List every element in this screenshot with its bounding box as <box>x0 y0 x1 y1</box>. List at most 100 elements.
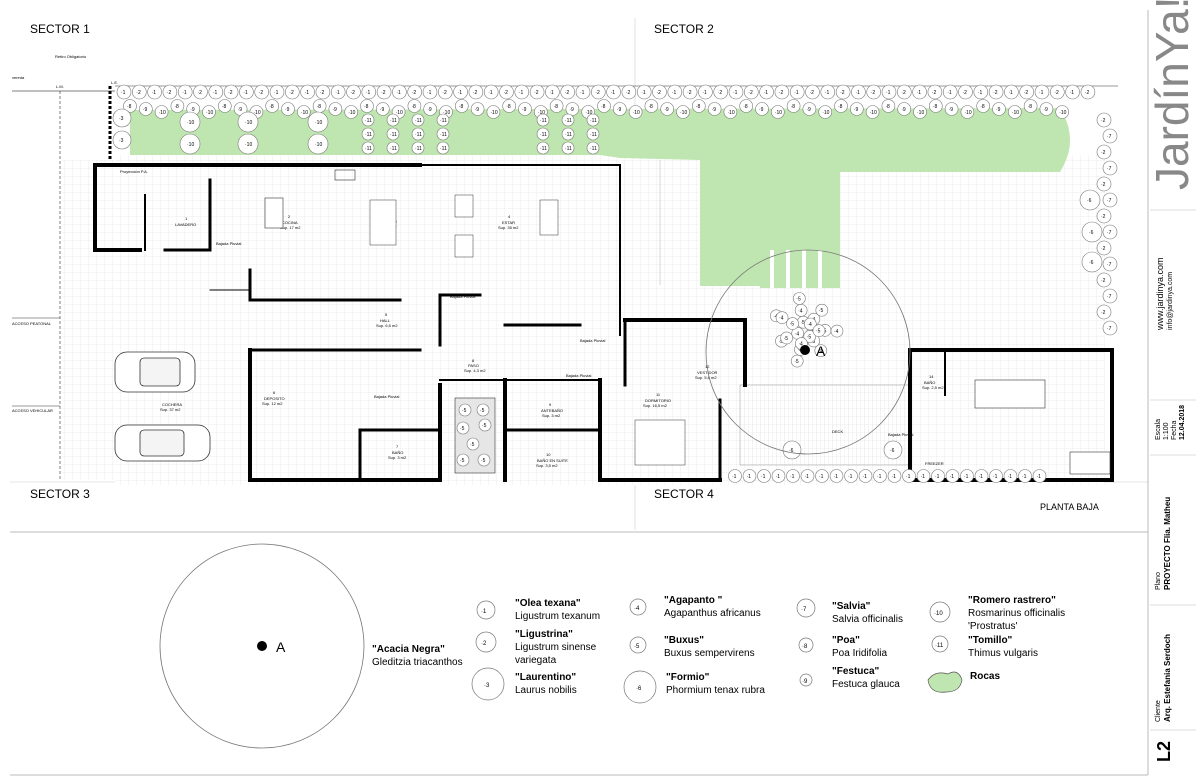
hedge-plant: ·2 <box>254 84 270 100</box>
svg-text:·11: ·11 <box>415 118 422 124</box>
svg-text:·6: ·6 <box>789 448 794 454</box>
svg-text:·8: ·8 <box>1028 104 1033 110</box>
hedge-plant: ·2 <box>284 84 300 100</box>
side-hedge-plant: ·7 <box>1102 192 1118 208</box>
legend-plant-8-name: "Poa" <box>832 635 860 646</box>
hedge-plant: ·10 <box>770 105 785 119</box>
svg-text:·2: ·2 <box>595 90 600 96</box>
svg-text:HALL: HALL <box>380 318 391 323</box>
hedge-plant: ·8 <box>454 99 469 113</box>
svg-text:·9: ·9 <box>854 107 859 113</box>
hedge-plant: ·1 <box>392 84 407 100</box>
hedge-plant: ·1 <box>698 84 713 100</box>
legend-plant-8-symbol <box>798 637 814 653</box>
svg-text:·9: ·9 <box>522 107 527 113</box>
legend-plant-11-code: ·11 <box>935 643 944 649</box>
legend-plant-6-sci: Phormium tenax rubra <box>666 685 765 696</box>
svg-text:·5: ·5 <box>460 458 465 464</box>
bottom-hedge-plant: ·1 <box>887 469 902 483</box>
legend-plant-4-name: "Agapanto " <box>664 595 723 606</box>
svg-text:·7: ·7 <box>1107 166 1112 172</box>
hedge-plant: ·1 <box>116 84 132 100</box>
legend-plant-1-code: ·1 <box>481 609 487 615</box>
svg-text:·2: ·2 <box>626 90 631 96</box>
hedge-plant: ·10 <box>628 105 643 119</box>
svg-text:·4: ·4 <box>773 314 778 320</box>
escala-label: Escala <box>1155 419 1162 440</box>
side-hedge-plant: ·7 <box>1102 160 1118 176</box>
hedge-plant: ·1 <box>208 84 224 100</box>
hedge-plant: ·1 <box>177 84 193 100</box>
svg-text:·1: ·1 <box>274 90 279 96</box>
hedge-plant: ·2 <box>162 84 178 100</box>
hedge-plant: ·1 <box>575 84 591 100</box>
thyme-plant: ·11 <box>436 141 450 155</box>
svg-text:·1: ·1 <box>458 90 463 96</box>
hedge-plant: ·10 <box>344 105 359 119</box>
svg-text:LAVADERO: LAVADERO <box>175 222 196 227</box>
acacia-canopy <box>705 249 911 455</box>
retiro-label: Retiro Obligatorio <box>55 54 87 59</box>
hedge-plant: ·2 <box>499 84 514 100</box>
svg-text:·7: ·7 <box>1107 134 1112 140</box>
formio-plant: ·6 <box>782 440 802 460</box>
bottom-hedge-plant: ·1 <box>902 469 916 483</box>
hedge-plant: ·9 <box>470 102 485 116</box>
car-bottom <box>114 424 211 462</box>
legend-plant-9-name: "Festuca" <box>832 666 880 677</box>
svg-text:·3: ·3 <box>119 116 124 122</box>
bottom-hedge-plant: ·1 <box>916 469 931 483</box>
acceso-peatonal-label: ACCESO PEATONAL <box>12 321 52 326</box>
svg-text:·2: ·2 <box>1054 90 1059 96</box>
svg-text:·1: ·1 <box>733 90 738 96</box>
svg-text:·11: ·11 <box>390 146 397 152</box>
legend-plant-11-sci: Thimus vulgaris <box>968 648 1038 659</box>
legend-plant-1-symbol <box>476 600 496 620</box>
svg-text:·7: ·7 <box>1107 262 1112 268</box>
svg-text:·5: ·5 <box>794 359 799 365</box>
svg-text:Bajada Pluvial: Bajada Pluvial <box>566 373 591 378</box>
agapanto-plant: ·5 <box>780 331 793 345</box>
svg-text:·2: ·2 <box>718 90 723 96</box>
svg-text:·8: ·8 <box>980 104 985 110</box>
svg-text:·5: ·5 <box>807 334 812 340</box>
hedge-plant: ·9 <box>423 102 438 116</box>
svg-text:·1: ·1 <box>877 474 882 480</box>
svg-text:·8: ·8 <box>791 104 796 110</box>
hedge-plant: ·2 <box>529 84 545 100</box>
svg-text:·10: ·10 <box>187 120 194 126</box>
svg-text:·4: ·4 <box>834 329 839 335</box>
hedge-plant: ·2 <box>1080 84 1096 100</box>
svg-text:·1: ·1 <box>396 90 401 96</box>
svg-text:·1: ·1 <box>764 90 769 96</box>
svg-text:10: 10 <box>546 452 551 457</box>
svg-text:·1: ·1 <box>790 474 795 480</box>
agapanto-plant: ·5 <box>786 317 799 330</box>
hedge-plant: ·2 <box>193 84 208 100</box>
formio-plant: ·6 <box>1081 221 1103 243</box>
svg-text:·9: ·9 <box>190 107 195 113</box>
svg-text:·2: ·2 <box>1101 118 1106 124</box>
hedge-plant: ·10 <box>154 105 169 119</box>
svg-text:·1: ·1 <box>776 474 781 480</box>
thyme-plant: ·11 <box>561 127 575 141</box>
svg-text:·2: ·2 <box>810 90 815 96</box>
bottom-hedge-plant: ·1 <box>771 469 786 483</box>
svg-text:·2: ·2 <box>167 90 172 96</box>
legend-plant-8-code: ·8 <box>802 644 808 650</box>
hedge-plant: ·1 <box>606 84 621 100</box>
svg-text:·9: ·9 <box>427 107 432 113</box>
svg-text:·4: ·4 <box>818 349 823 355</box>
svg-text:Bajada Pluvial: Bajada Pluvial <box>216 241 241 246</box>
svg-text:·11: ·11 <box>540 118 547 124</box>
svg-text:·8: ·8 <box>696 104 701 110</box>
legend-plant-7-name: "Salvia" <box>832 601 871 612</box>
svg-text:Proyección P.A.: Proyección P.A. <box>120 169 148 174</box>
hedge-plant: ·2 <box>376 84 392 100</box>
svg-text:·2: ·2 <box>259 90 264 96</box>
svg-text:·4: ·4 <box>798 308 803 314</box>
svg-text:·10: ·10 <box>490 110 497 116</box>
svg-text:Sup. 2,5 m2: Sup. 2,5 m2 <box>922 385 944 390</box>
svg-text:·11: ·11 <box>390 118 397 124</box>
